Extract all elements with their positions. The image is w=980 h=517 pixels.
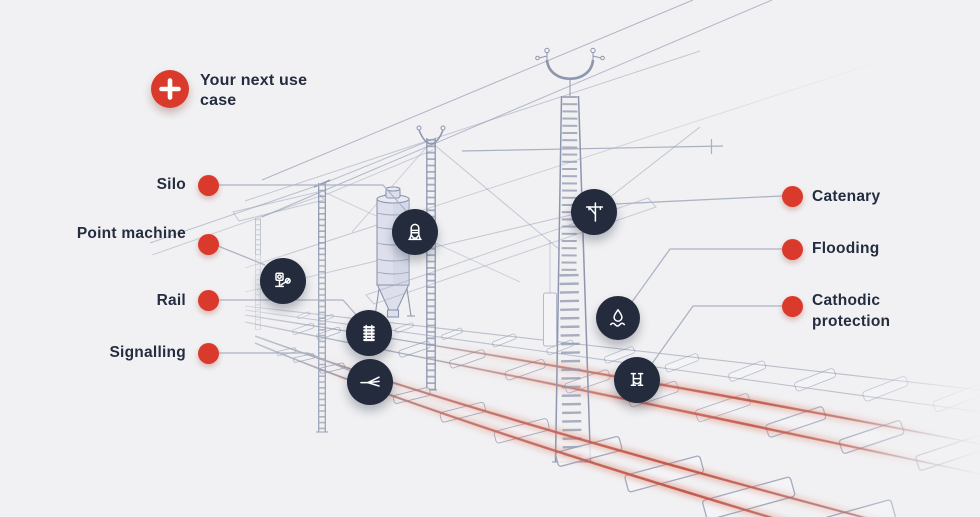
flooding-dot[interactable]: [781, 238, 803, 260]
plus-icon: [159, 78, 181, 100]
label-catenary[interactable]: Catenary: [812, 188, 881, 205]
silo-drawing: [371, 186, 415, 318]
cantilever-frame: [365, 197, 657, 305]
cathodic-protection-node[interactable]: [614, 357, 660, 403]
label-point-machine[interactable]: Point machine: [76, 225, 186, 242]
hotspot-connectors: [217, 184, 783, 373]
signalling-icon: [360, 376, 380, 387]
rail-node[interactable]: [346, 310, 392, 356]
silo-dot[interactable]: [197, 174, 219, 196]
flooding-node[interactable]: [596, 296, 640, 340]
label-cathodic-protection[interactable]: Cathodic protection: [812, 292, 891, 330]
catenary-node[interactable]: [571, 189, 617, 235]
silo-icon: [408, 223, 422, 241]
signalling-dot[interactable]: [197, 342, 219, 364]
flooding-icon: [609, 309, 626, 327]
silo-node[interactable]: [392, 209, 438, 255]
hanging-post: [543, 240, 557, 347]
vanishing-point-fade: [150, 255, 345, 517]
add-use-case-button[interactable]: [151, 70, 189, 108]
cathodic-protection-icon: [630, 372, 644, 386]
rail-icon: [363, 324, 375, 342]
point-machine-dot[interactable]: [197, 233, 219, 255]
label-silo[interactable]: Silo: [156, 176, 186, 193]
mid-mast: [416, 125, 446, 391]
signalling-node[interactable]: [347, 359, 393, 405]
point-machine-node[interactable]: [260, 258, 306, 304]
large-mast: [535, 47, 605, 463]
badge-label: Your next use case: [200, 72, 308, 109]
label-flooding[interactable]: Flooding: [812, 240, 880, 257]
label-rail[interactable]: Rail: [156, 292, 186, 309]
cathodic-protection-dot[interactable]: [781, 295, 803, 317]
label-signalling[interactable]: Signalling: [109, 344, 186, 361]
right-edge-fade: [850, 270, 980, 517]
rail-dot[interactable]: [197, 289, 219, 311]
catenary-icon: [585, 202, 604, 222]
point-machine-icon: [275, 272, 291, 288]
catenary-dot[interactable]: [781, 185, 803, 207]
